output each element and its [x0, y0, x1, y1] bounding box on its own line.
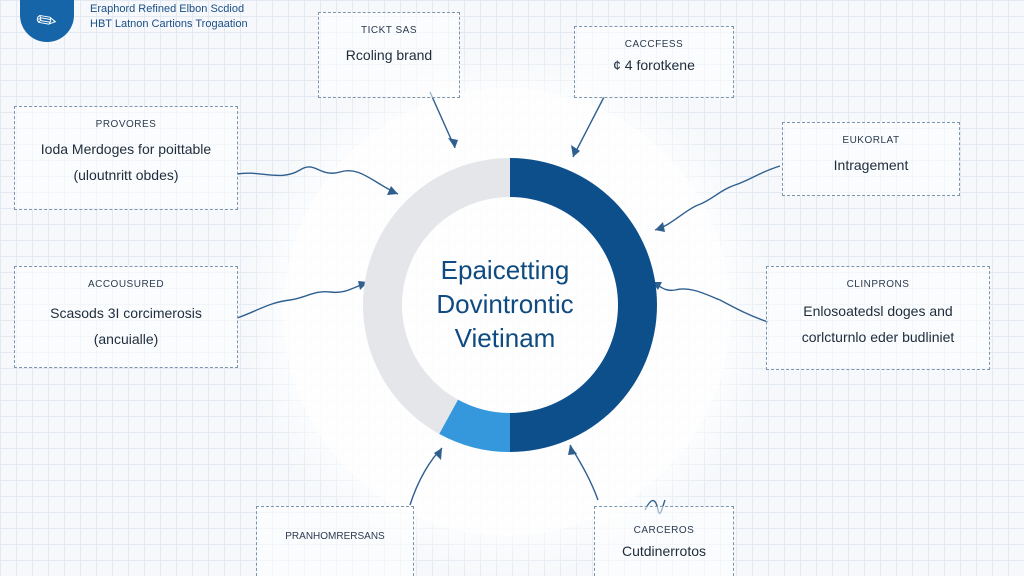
box-middle-right-line-1: Enlosoatedsl doges and — [803, 303, 953, 319]
box-middle-left-line-1: Scasods 3I corcimerosis — [50, 305, 202, 321]
arrowhead-upper-right — [655, 222, 665, 232]
box-middle-right-line-2: corlcturnlo eder budliniet — [801, 329, 955, 345]
box-upper-left-label: PROVORES — [95, 119, 157, 130]
box-middle-right-label: CLINPRONS — [846, 279, 910, 290]
box-bottom-right-label: CARCEROS — [633, 525, 695, 536]
connector-middle-left — [236, 281, 369, 319]
connector-upper-left — [236, 166, 399, 195]
arrowhead-top-left — [448, 138, 458, 148]
box-middle-left-line-2: (ancuialle) — [93, 331, 159, 347]
box-upper-left-line-1: Ioda Merdoges for poittable — [40, 141, 212, 157]
box-upper-right-text: Intragement — [833, 157, 909, 173]
center-title-line-2: Dovintrontic — [436, 289, 574, 319]
brand-line-2: HBT Latnon Cartions Trogaation — [90, 18, 248, 30]
connector-top-right — [572, 96, 605, 158]
connector-upper-right — [654, 165, 781, 231]
box-middle-left-label: ACCOUSURED — [87, 279, 165, 290]
pen-icon: ✎ — [31, 4, 63, 38]
box-bottom-left-label: PRANHOMRERSANS — [285, 531, 385, 542]
arrowhead-bottom-right — [568, 445, 577, 455]
box-upper-right-label: EUKORLAT — [842, 135, 900, 146]
donut-chart — [363, 158, 657, 452]
box-middle-right: CLINPRONS Enlosoatedsl doges and corlctu… — [766, 266, 990, 370]
box-top-right: CACCFESS ¢ 4 forotkene — [574, 26, 734, 98]
box-top-right-text: ¢ 4 forotkene — [613, 57, 695, 73]
center-title-line-3: Vietinam — [454, 323, 556, 353]
box-top-right-label: CACCFESS — [624, 39, 684, 50]
box-upper-right: EUKORLAT Intragement — [782, 122, 960, 196]
brand-text: Eraphord Refined Elbon Scdiod HBT Latnon… — [90, 2, 248, 32]
box-top-left: TICKT SAS Rcoling brand — [318, 12, 460, 98]
brand-line-1: Eraphord Refined Elbon Scdiod — [90, 3, 245, 15]
connector-middle-right — [651, 281, 769, 323]
arrowhead-top-right — [571, 145, 580, 157]
donut-segment-2 — [439, 399, 510, 452]
box-top-left-label: TICKT SAS — [361, 25, 417, 36]
box-middle-left: ACCOUSURED Scasods 3I corcimerosis (ancu… — [14, 266, 238, 368]
donut-segment-3 — [363, 158, 510, 434]
donut-segment-1 — [510, 158, 657, 452]
box-top-left-text: Rcoling brand — [345, 47, 433, 63]
box-bottom-left: PRANHOMRERSANS — [256, 506, 414, 576]
arrowhead-bottom-left — [434, 448, 442, 460]
logo: ✎ — [20, 0, 74, 42]
box-upper-left: PROVORES Ioda Merdoges for poittable (ul… — [14, 106, 238, 210]
box-bottom-right-text: Cutdinerrotos — [621, 543, 707, 559]
center-title-line-1: Epaicetting — [440, 255, 570, 285]
box-upper-left-line-2: (uloutnritt obdes) — [73, 167, 179, 183]
arrowhead-upper-left — [387, 186, 398, 195]
connector-bottom-left — [409, 447, 443, 506]
center-title: Epaicetting Dovintrontic Vietinam — [412, 253, 598, 355]
box-bottom-right: CARCEROS Cutdinerrotos — [594, 506, 734, 576]
